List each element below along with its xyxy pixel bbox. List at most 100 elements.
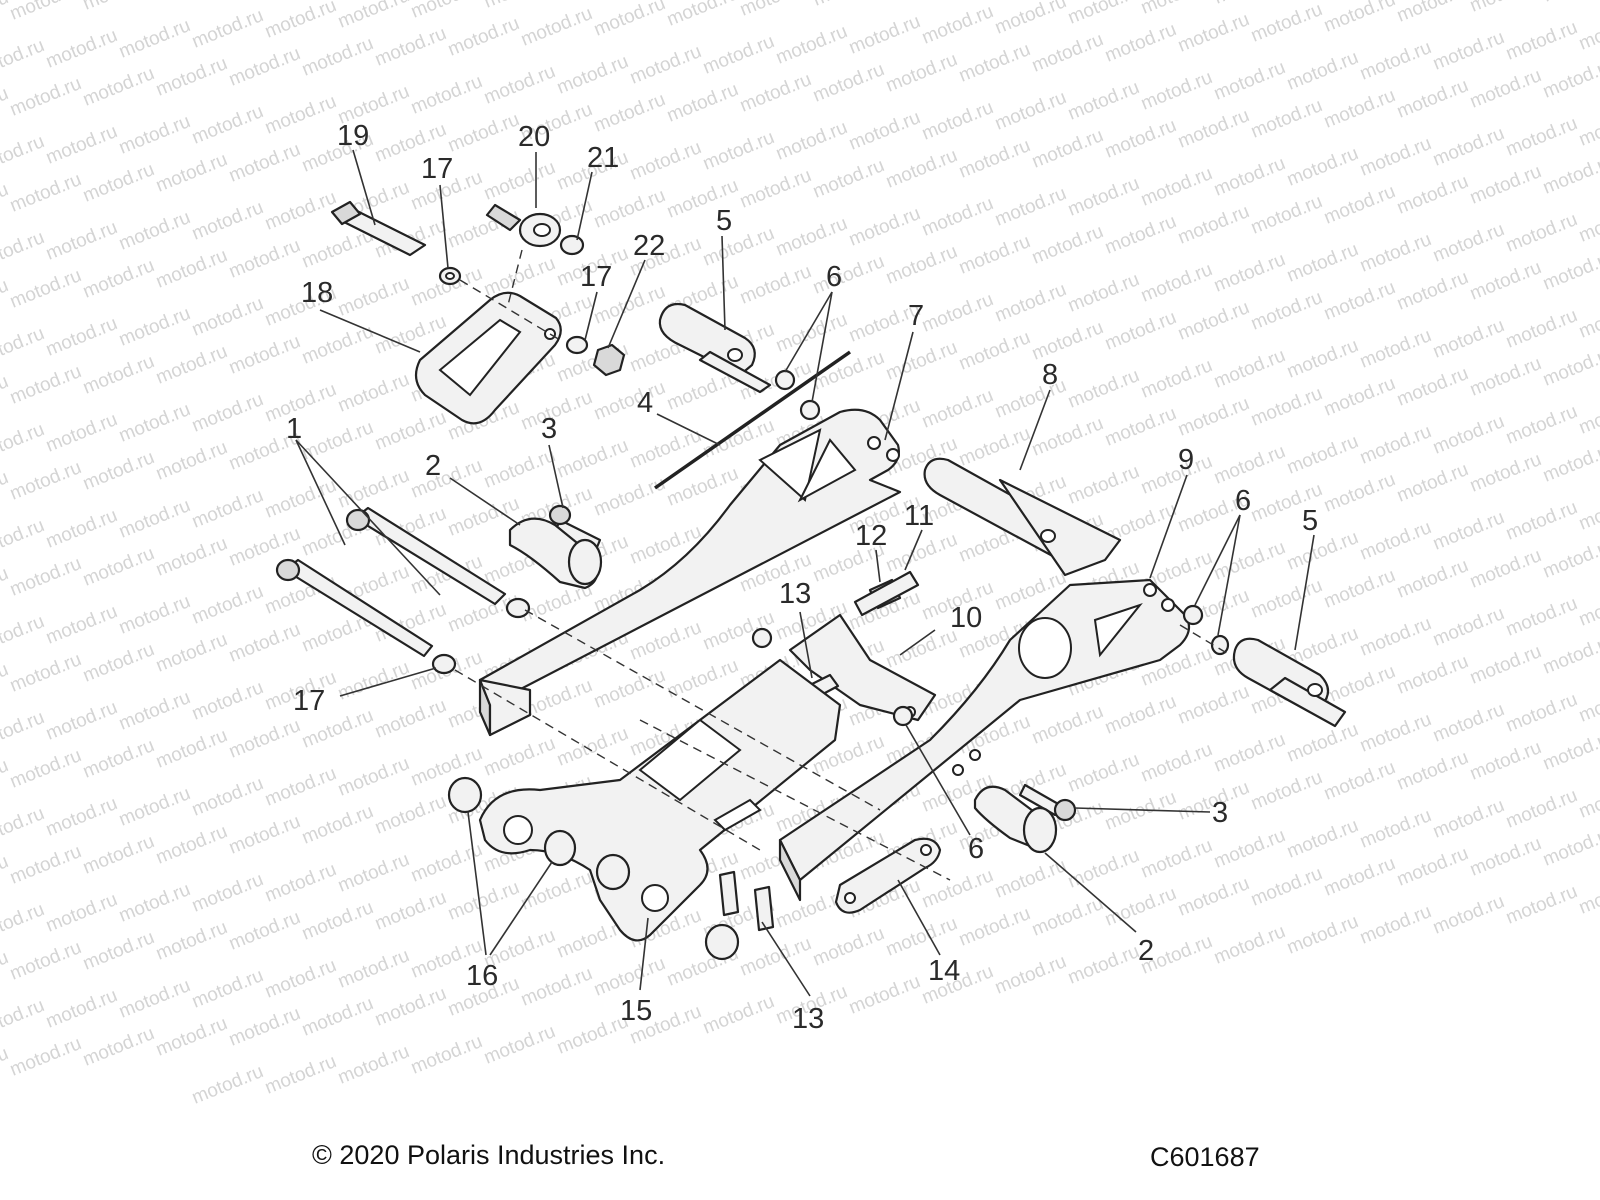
watermark-text: motod.ru — [153, 437, 230, 485]
watermark-text: motod.ru — [0, 323, 47, 371]
watermark-text: motod.ru — [0, 419, 47, 467]
watermark-text: motod.ru — [1102, 883, 1179, 931]
watermark-text: motod.ru — [1430, 123, 1507, 171]
watermark-text: motod.ru — [810, 923, 887, 971]
watermark-text: motod.ru — [408, 0, 485, 23]
watermark-text: motod.ru — [1029, 317, 1106, 365]
watermark-text: motod.ru — [1248, 767, 1325, 815]
watermark-text: motod.ru — [1321, 277, 1398, 325]
callout-21: 21 — [587, 142, 619, 174]
watermark-text: motod.ru — [80, 735, 157, 783]
watermark-text: motod.ru — [116, 591, 193, 639]
watermark-text: motod.ru — [1029, 29, 1106, 77]
watermark-text: motod.ru — [299, 993, 376, 1041]
watermark-text: motod.ru — [1284, 527, 1361, 575]
watermark-text: motod.ru — [43, 313, 120, 361]
watermark-text: motod.ru — [883, 145, 960, 193]
copyright-notice: © 2020 Polaris Industries Inc. — [312, 1140, 666, 1170]
watermark-text: motod.ru — [80, 927, 157, 975]
watermark-text: motod.ru — [1138, 0, 1215, 19]
watermark-text: motod.ru — [262, 763, 339, 811]
watermark-text: motod.ru — [1540, 151, 1600, 199]
callout-5: 5 — [1302, 505, 1318, 537]
watermark-text: motod.ru — [1102, 211, 1179, 259]
watermark-text: motod.ru — [372, 983, 449, 1031]
watermark-text: motod.ru — [7, 169, 84, 217]
part-bushing-16-d — [704, 923, 740, 961]
watermark-text: motod.ru — [1211, 0, 1288, 9]
watermark-text: motod.ru — [1138, 67, 1215, 115]
watermark-text: motod.ru — [7, 553, 84, 601]
watermark-text: motod.ru — [1394, 171, 1471, 219]
part-bushing-16-a — [447, 776, 483, 814]
watermark-text: motod.ru — [1357, 133, 1434, 181]
callout-12: 12 — [855, 520, 887, 552]
watermark-text: motod.ru — [7, 649, 84, 697]
watermark-text: motod.ru — [153, 149, 230, 197]
watermark-text: motod.ru — [1394, 0, 1471, 27]
watermark-text: motod.ru — [189, 293, 266, 341]
watermark-text: motod.ru — [773, 213, 850, 261]
watermark-text: motod.ru — [1394, 459, 1471, 507]
watermark-text: motod.ru — [80, 1023, 157, 1071]
watermark-text: motod.ru — [1211, 57, 1288, 105]
watermark-text: motod.ru — [1321, 853, 1398, 901]
watermark-text: motod.ru — [956, 39, 1033, 87]
watermark-text: motod.ru — [1138, 835, 1215, 883]
watermark-text: motod.ru — [1284, 335, 1361, 383]
part-spacer-6-a — [774, 369, 796, 391]
watermark-text: motod.ru — [1357, 901, 1434, 949]
watermark-text: motod.ru — [7, 745, 84, 793]
part-rocker-arm-18 — [414, 291, 562, 425]
part-nut-22 — [592, 343, 626, 377]
watermark-text: motod.ru — [1576, 679, 1600, 727]
watermark-text: motod.ru — [1394, 75, 1471, 123]
watermark-text: motod.ru — [189, 197, 266, 245]
watermark-text: motod.ru — [992, 855, 1069, 903]
watermark-text: motod.ru — [1102, 691, 1179, 739]
watermark-text: motod.ru — [737, 69, 814, 117]
watermark-text: motod.ru — [1467, 161, 1544, 209]
watermark-text: motod.ru — [1394, 555, 1471, 603]
watermark-text: motod.ru — [226, 715, 303, 763]
watermark-text: motod.ru — [1503, 881, 1580, 929]
watermark-text: motod.ru — [1503, 497, 1580, 545]
watermark-text: motod.ru — [1029, 701, 1106, 749]
watermark-text: motod.ru — [810, 251, 887, 299]
part-bolt-1-upper — [345, 506, 507, 606]
watermark-text: motod.ru — [80, 351, 157, 399]
callout-6: 6 — [826, 261, 842, 293]
watermark-text: motod.ru — [1248, 863, 1325, 911]
watermark-text: motod.ru — [299, 33, 376, 81]
watermark-text: motod.ru — [1138, 355, 1215, 403]
callout-1: 1 — [286, 413, 302, 445]
part-spacer-6-c — [1182, 604, 1204, 626]
callout-13: 13 — [779, 578, 811, 610]
watermark-text: motod.ru — [1065, 941, 1142, 989]
watermark-text: motod.ru — [1211, 921, 1288, 969]
watermark-text: motod.ru — [116, 207, 193, 255]
watermark-text: motod.ru — [0, 611, 47, 659]
watermark-text: motod.ru — [1430, 603, 1507, 651]
watermark-text: motod.ru — [554, 435, 631, 483]
watermark-text: motod.ru — [299, 417, 376, 465]
watermark-text: motod.ru — [80, 543, 157, 591]
callout-3: 3 — [541, 413, 557, 445]
watermark-text: motod.ru — [1503, 689, 1580, 737]
watermark-text: motod.ru — [116, 687, 193, 735]
watermark-text: motod.ru — [80, 63, 157, 111]
watermark-text: motod.ru — [1503, 785, 1580, 833]
watermark-text: motod.ru — [1211, 441, 1288, 489]
watermark-text: motod.ru — [664, 79, 741, 127]
callout-17: 17 — [580, 261, 612, 293]
watermark-text: motod.ru — [700, 31, 777, 79]
watermark-text: motod.ru — [153, 1013, 230, 1061]
watermark-text: motod.ru — [7, 73, 84, 121]
watermark-text: motod.ru — [1065, 461, 1142, 509]
watermark-text: motod.ru — [0, 35, 47, 83]
callout-17: 17 — [293, 685, 325, 717]
watermark-text: motod.ru — [189, 1061, 266, 1109]
watermark-text: motod.ru — [1394, 363, 1471, 411]
watermark-text: motod.ru — [737, 165, 814, 213]
watermark-text: motod.ru — [408, 1031, 485, 1079]
